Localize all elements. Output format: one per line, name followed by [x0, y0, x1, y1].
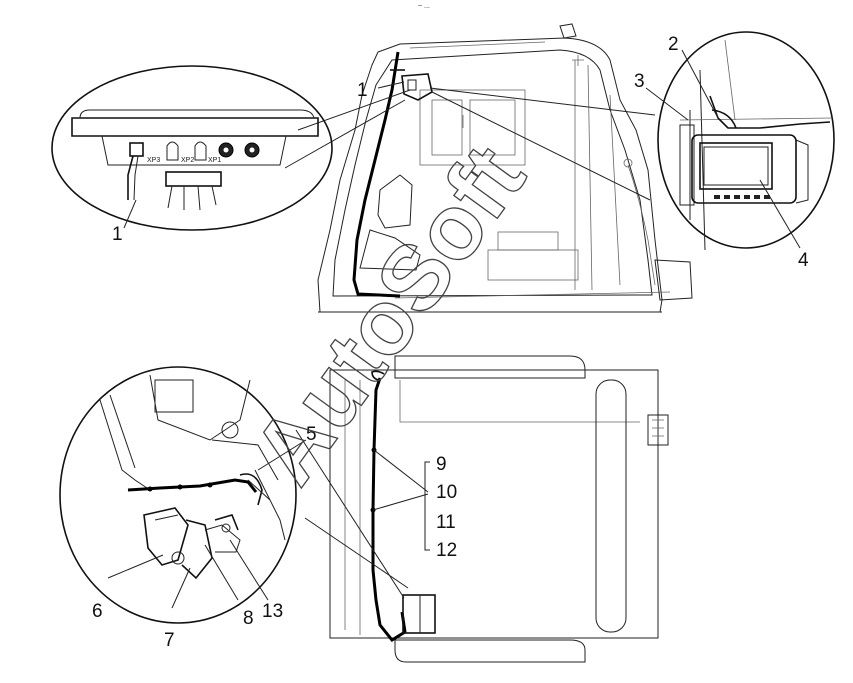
callout-5: 5: [306, 424, 317, 445]
connector-label-xp3: XP3: [147, 157, 160, 164]
monitor-buttons: [714, 195, 770, 199]
callout-11: 11: [436, 512, 456, 533]
callout-12: 12: [436, 540, 457, 561]
callout-3: 3: [634, 71, 645, 92]
callout-2: 2: [668, 34, 679, 55]
monitor-mount-inset: [657, 31, 835, 251]
connector-label-xp1: XP1: [208, 157, 221, 164]
leader-lines-inset: [107, 439, 307, 609]
connector-label-xp2: XP2: [181, 157, 194, 164]
callout-4: 4: [798, 250, 809, 271]
callout-9: 9: [436, 454, 447, 475]
callout-13: 13: [262, 601, 283, 622]
cab-side-view: [317, 23, 693, 313]
leader-lines-9-12: [372, 449, 430, 551]
callout-1-inset: 1: [112, 224, 123, 245]
console-detail-inset: [59, 366, 297, 624]
callout-1-top: 1: [357, 80, 368, 101]
callout-7: 7: [164, 630, 175, 651]
cab-top-view: [329, 355, 669, 663]
callout-8: 8: [243, 608, 254, 629]
leader-lines-numbers: [123, 49, 801, 249]
leader-lines-top: [284, 87, 656, 201]
monitor-rear-inset: XP3 XP2 XP1: [51, 65, 333, 231]
header-mark: ~ ...: [418, 3, 430, 10]
leader-lines-bottom: [295, 429, 409, 599]
callout-6: 6: [92, 601, 103, 622]
callout-10: 10: [436, 482, 457, 503]
